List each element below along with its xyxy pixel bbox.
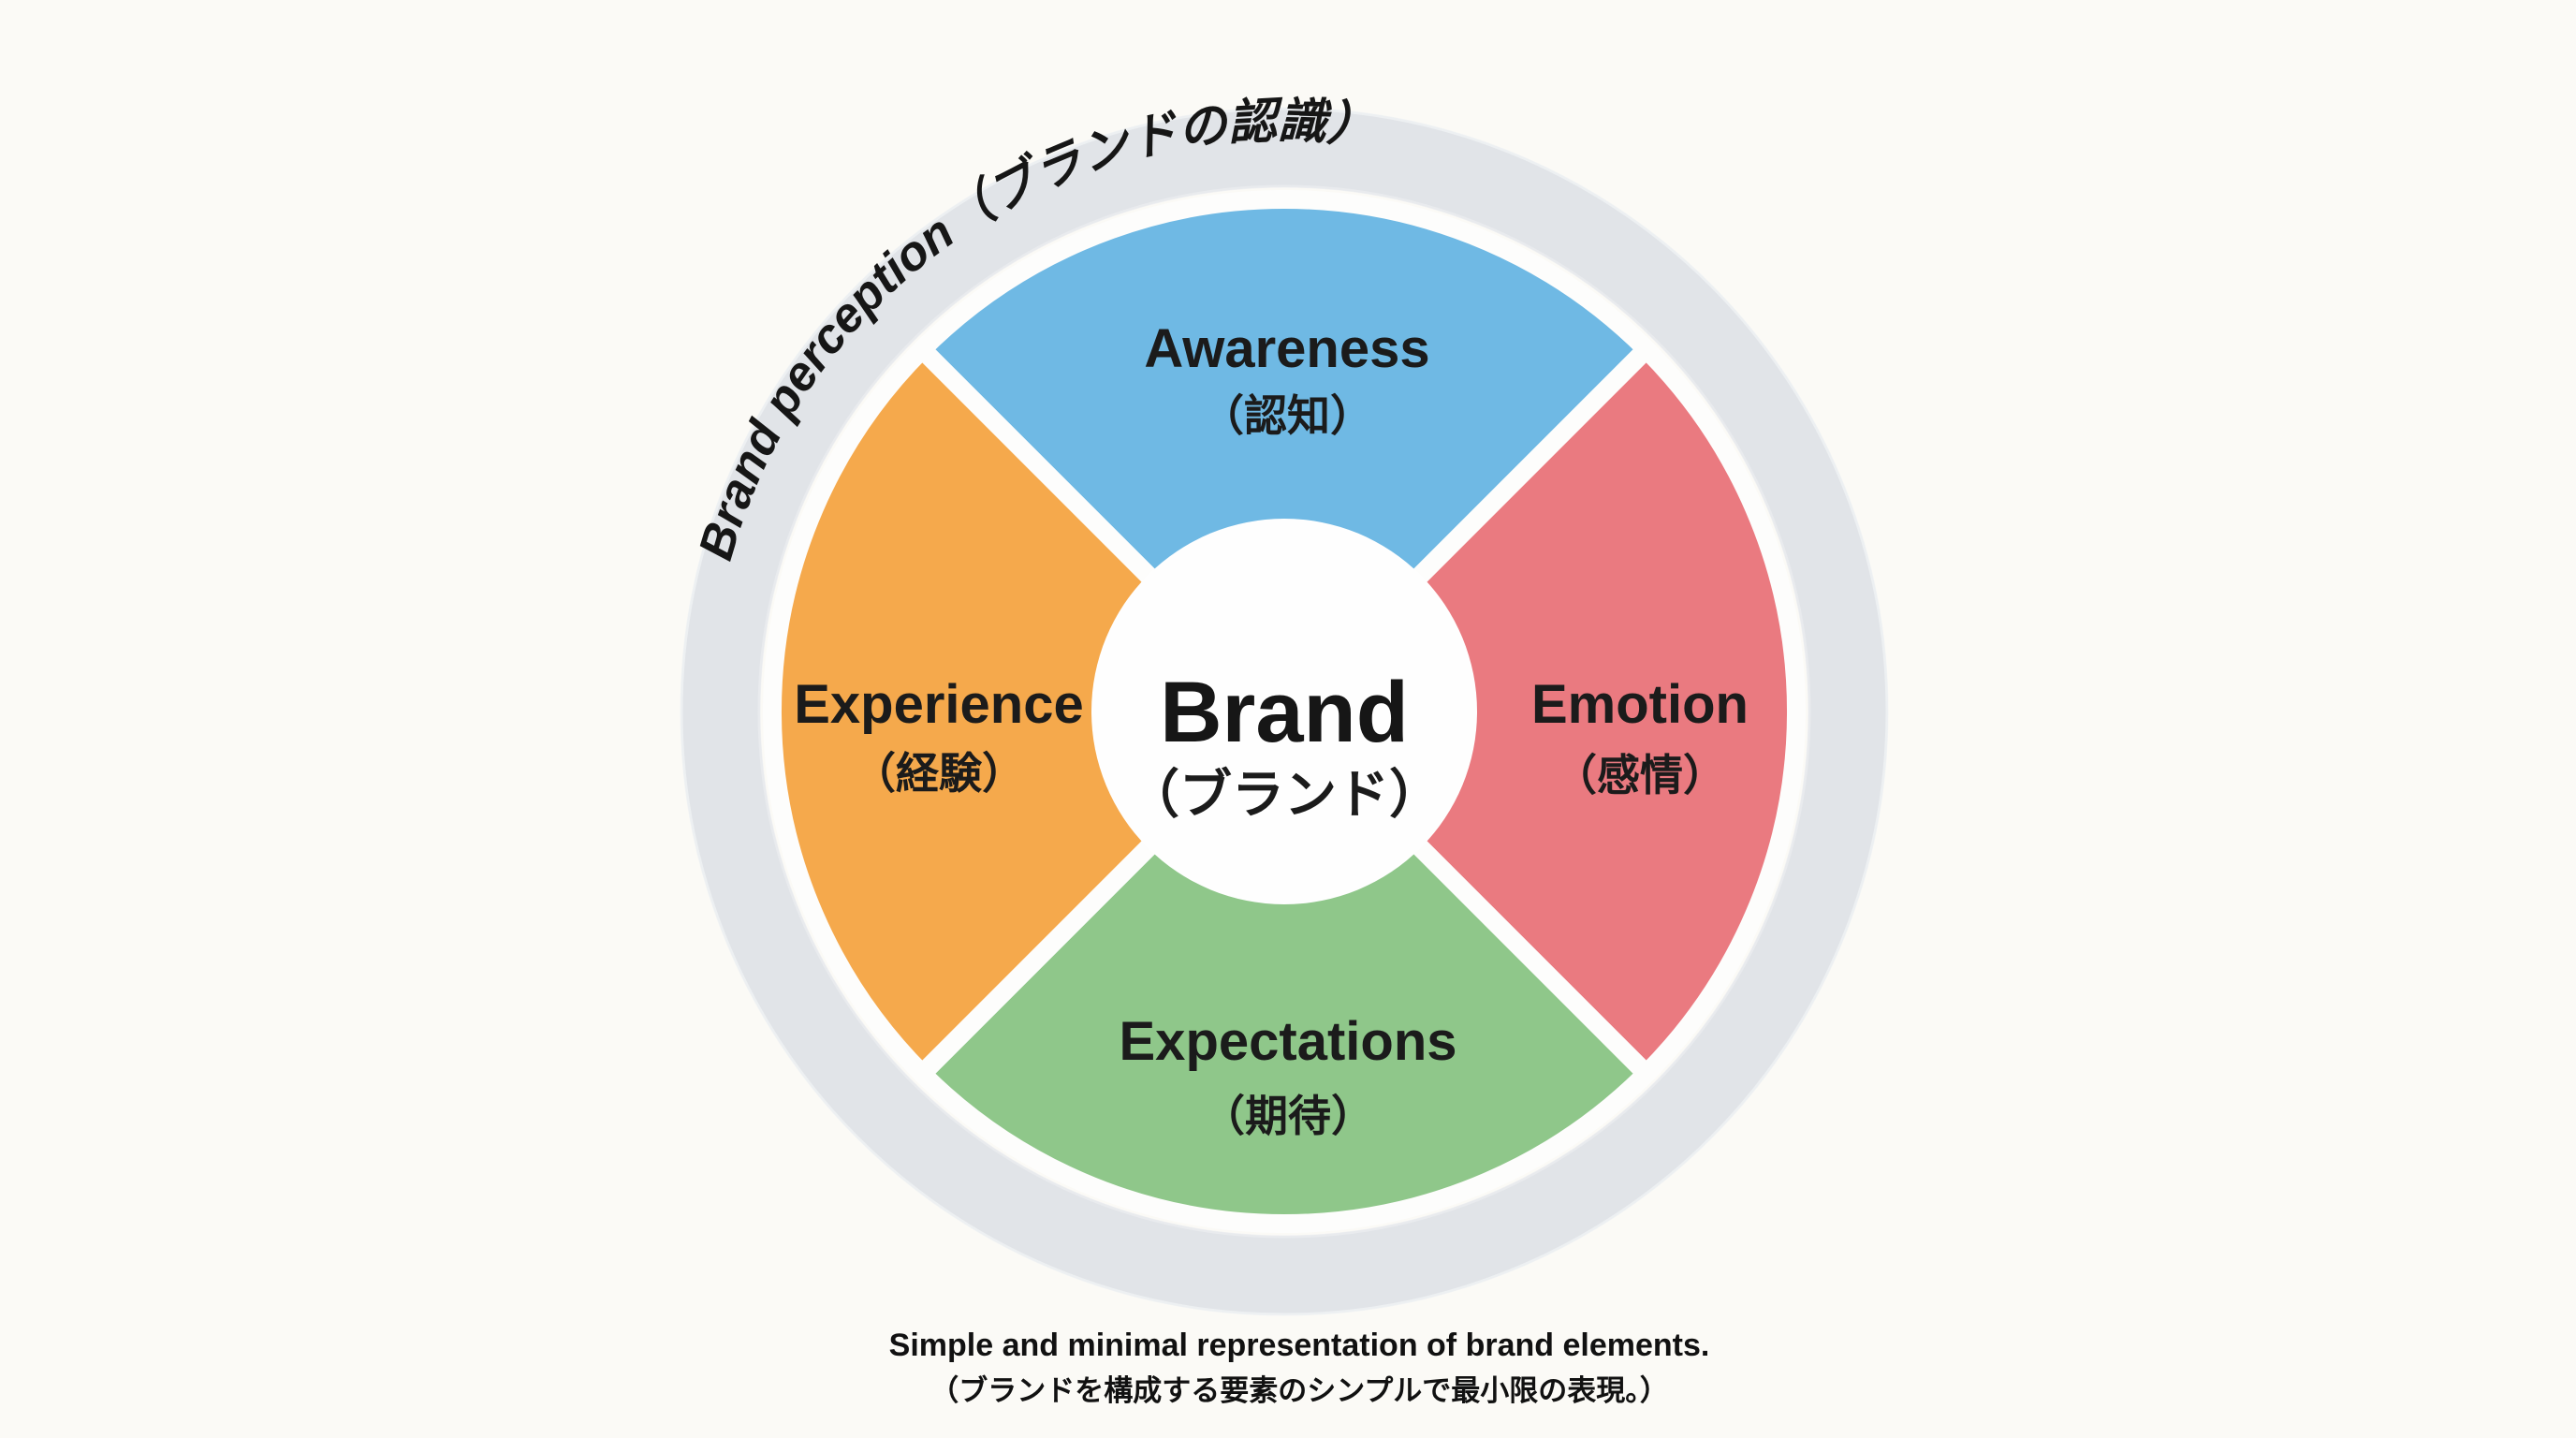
outer-ring-inner-edge [757,184,1811,1239]
quadrant-experience-wedge [763,336,1298,1087]
outer-ring-outer-edge [680,107,1889,1316]
quadrant-emotion-subtitle: （感情） [1554,751,1726,800]
caption-line-2: （ブランドを構成する要素のシンプルで最小限の表現。） [929,1374,1669,1407]
quadrant-awareness-subtitle: （認知） [1201,391,1373,440]
quadrant-awareness-label: Awareness [1144,318,1429,379]
center-subtitle: （ブランド） [1127,765,1442,824]
quadrant-experience-subtitle: （経験） [853,749,1025,798]
quadrant-expectations-wedge [909,697,1660,1233]
quadrant-emotion-wedge [1270,336,1806,1087]
quadrant-expectations-label: Expectations [1120,1011,1457,1072]
center-title: Brand [1160,665,1409,760]
quadrant-emotion-label: Emotion [1531,674,1749,735]
quadrant-expectations-subtitle: （期待） [1202,1092,1374,1140]
center-circle [1091,519,1477,904]
quadrant-wedges [763,190,1806,1233]
caption-line-1: Simple and minimal representation of bra… [889,1328,1710,1363]
outer-ring [681,108,1888,1315]
quadrant-awareness-wedge [909,190,1660,726]
quadrant-experience-label: Experience [794,674,1084,735]
